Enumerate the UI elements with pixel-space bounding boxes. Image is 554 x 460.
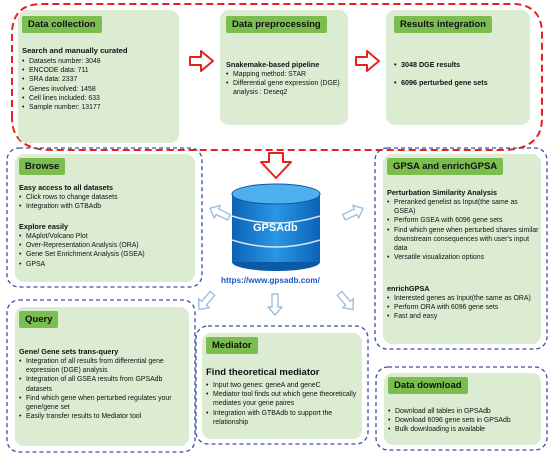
query-subtitle: Gene/ Gene sets trans-query [19, 347, 119, 356]
list-item: ENCODE data: 711 [22, 66, 177, 75]
data-collection-list: Datasets number: 3048 ENCODE data: 711 S… [22, 57, 177, 112]
list-item: Input two genes: geneA and geneC [206, 381, 361, 390]
list-item: Perform GSEA with 6096 gene sets [387, 216, 539, 225]
list-item: MAplot/Volcano Plot [19, 232, 194, 241]
list-item: Easily transfer results to Mediator tool [19, 412, 187, 421]
list-item: Integration with GTBAdb to support the r… [206, 409, 361, 427]
download-box: Data download Download all tables in GPS… [384, 373, 541, 445]
data-preprocessing-list: Mapping method: STAR Differential gene e… [226, 70, 346, 98]
arrow-to-query [198, 290, 216, 311]
results-integration-title: Results integration [394, 16, 493, 33]
list-item: Download 6096 gene sets in GPSAdb [388, 416, 540, 425]
list-item: Differential gene expression (DGE) analy… [226, 79, 346, 97]
results-integration-list: 3048 DGE results 6096 perturbed gene set… [394, 56, 526, 92]
browse-explore-list: MAplot/Volcano Plot Over-Representation … [19, 232, 194, 269]
download-title: Data download [388, 377, 468, 394]
arrow-to-gpsa [341, 204, 364, 221]
arrow-to-mediator [267, 293, 283, 316]
data-preprocessing-title: Data preprocessing [226, 16, 327, 33]
list-item: Mapping method: STAR [226, 70, 346, 79]
database-label: GPSAdb [253, 222, 298, 234]
gpsa-enrich-list: Interested genes as Input(the same as OR… [387, 294, 539, 322]
download-list: Download all tables in GPSAdb Download 6… [388, 407, 540, 435]
arrow-down-to-database [260, 152, 292, 179]
gpsa-subtitle-similarity: Perturbation Similarity Analysis [387, 188, 498, 197]
list-item: Download all tables in GPSAdb [388, 407, 540, 416]
mediator-list: Input two genes: geneA and geneC Mediato… [206, 381, 361, 427]
list-item: Preranked genelist as Input(the same as … [387, 198, 539, 216]
mediator-dashed-border [195, 325, 369, 445]
list-item: Mediator tool finds out which gene theor… [206, 390, 361, 408]
mediator-title: Mediator [206, 337, 258, 354]
list-item: Genes involved: 1458 [22, 85, 177, 94]
query-dashed-border [6, 299, 196, 453]
list-item: Interested genes as Input(the same as OR… [387, 294, 539, 303]
list-item: Over-Representation Analysis (ORA) [19, 241, 194, 250]
download-dashed-border [375, 366, 548, 451]
list-item: GPSA [19, 260, 194, 269]
data-preprocessing-box: Data preprocessing Snakemake-based pipel… [220, 10, 348, 125]
gpsa-subtitle-enrich: enrichGPSA [387, 284, 430, 293]
list-item: Cell lines included: 633 [22, 94, 177, 103]
gpsa-dashed-border [374, 147, 548, 350]
list-item: 6096 perturbed gene sets [394, 74, 526, 92]
list-item: Versatile visualization options [387, 253, 539, 262]
list-item: Integration of all GSEA results from GPS… [19, 375, 187, 393]
browse-subtitle-explore: Explore easily [19, 222, 69, 231]
database-icon [231, 183, 321, 271]
list-item: SRA data: 2337 [22, 75, 177, 84]
list-item: Bulk downloading is available [388, 425, 540, 434]
query-title: Query [19, 311, 59, 328]
list-item: Integration of all results from differen… [19, 357, 187, 375]
browse-subtitle-access: Easy access to all datasets [19, 183, 114, 192]
list-item: Integration with GTBAdb [19, 202, 194, 211]
gpsa-box: GPSA and enrichGPSA Perturbation Similar… [383, 154, 541, 344]
browse-box: Browse Easy access to all datasets Click… [15, 154, 195, 282]
list-item: Click rows to change datasets [19, 193, 194, 202]
mediator-subtitle: Find theoretical mediator [206, 367, 320, 378]
results-integration-box: Results integration 3048 DGE results 609… [386, 10, 530, 125]
mediator-box: Mediator Find theoretical mediator Input… [202, 333, 362, 439]
list-item: 3048 DGE results [394, 56, 526, 74]
data-preprocessing-subtitle: Snakemake-based pipeline [226, 60, 320, 69]
gpsa-title: GPSA and enrichGPSA [387, 158, 504, 175]
browse-title: Browse [19, 158, 66, 175]
list-item: Sample number: 13177 [22, 103, 177, 112]
list-item: Datasets number: 3048 [22, 57, 177, 66]
data-collection-box: Data collection Search and manually cura… [18, 10, 179, 143]
list-item: Fast and easy [387, 312, 539, 321]
query-box: Query Gene/ Gene sets trans-query Integr… [15, 307, 189, 446]
list-item: Find which gene when perturbed shares si… [387, 226, 539, 254]
list-item: Gene Set Enrichment Analysis (GSEA) [19, 250, 194, 259]
data-collection-title: Data collection [22, 16, 102, 33]
query-list: Integration of all results from differen… [19, 357, 187, 422]
list-item: Find which gene when perturbed regulates… [19, 394, 187, 412]
list-item: Perform ORA with 6096 gene sets [387, 303, 539, 312]
gpsa-similarity-list: Preranked genelist as Input(the same as … [387, 198, 539, 263]
website-url[interactable]: https://www.gpsadb.com/ [221, 276, 320, 285]
arrow-collection-to-preprocessing [189, 50, 214, 72]
arrow-to-browse [209, 204, 232, 221]
arrow-to-download [336, 290, 354, 311]
browse-dashed-border [6, 147, 203, 288]
browse-access-list: Click rows to change datasets Integratio… [19, 193, 194, 212]
data-collection-subtitle: Search and manually curated [22, 46, 128, 55]
arrow-preprocessing-to-integration [355, 50, 380, 72]
